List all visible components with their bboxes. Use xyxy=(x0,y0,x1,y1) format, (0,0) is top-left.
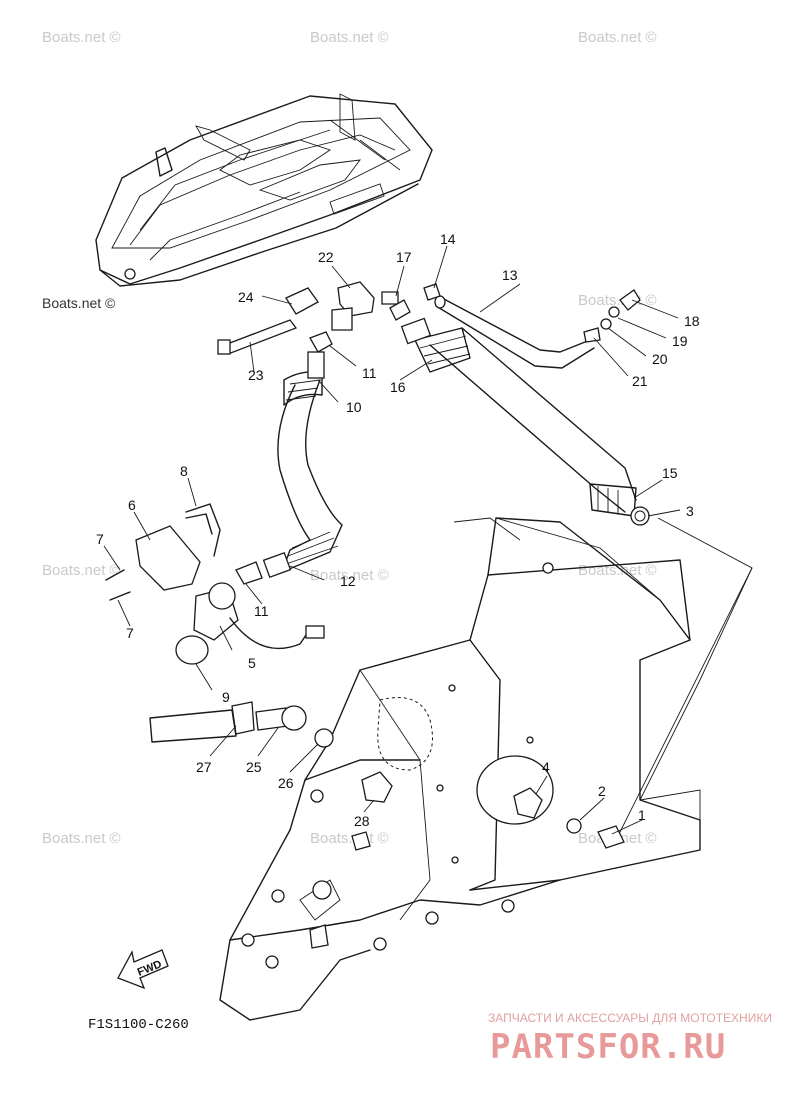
callout-12: 12 xyxy=(340,573,356,589)
callout-16: 16 xyxy=(390,379,406,395)
callout-11b: 11 xyxy=(254,603,269,619)
callout-17: 17 xyxy=(396,249,412,265)
leader-lines xyxy=(103,245,681,835)
watermark-6: Boats.net © xyxy=(310,567,389,584)
bilge-pump xyxy=(105,503,325,665)
callout-5: 5 xyxy=(248,655,256,671)
callout-19: 19 xyxy=(672,333,688,349)
callouts: 1 2 3 4 5 6 7 7 8 9 10 11 11 12 13 14 15… xyxy=(96,231,700,829)
callout-4: 4 xyxy=(542,759,550,775)
watermark-8: Boats.net © xyxy=(42,830,121,847)
callout-26: 26 xyxy=(278,775,294,791)
watercraft-illustration xyxy=(95,93,433,287)
watermark-5: Boats.net © xyxy=(42,562,121,579)
watermark-3: Boats.net © xyxy=(578,29,657,46)
callout-13: 13 xyxy=(502,267,518,283)
fittings-upper xyxy=(309,281,650,526)
hose-13 xyxy=(434,295,595,369)
callout-22: 22 xyxy=(318,249,334,265)
callout-27: 27 xyxy=(196,759,212,775)
watermarks: Boats.net © Boats.net © Boats.net © Boat… xyxy=(42,29,657,847)
callout-20: 20 xyxy=(652,351,668,367)
callout-18: 18 xyxy=(684,313,700,329)
callout-25: 25 xyxy=(246,759,262,775)
watermark-4: Boats.net © xyxy=(578,292,657,309)
diagram-code: F1S1100-C260 xyxy=(88,1017,189,1033)
fwd-arrow: FWD xyxy=(117,949,169,990)
hose-16 xyxy=(400,317,637,517)
callout-8: 8 xyxy=(180,463,188,479)
callout-6: 6 xyxy=(128,497,136,513)
callout-7b: 7 xyxy=(126,625,134,641)
watermark-9: Boats.net © xyxy=(310,830,389,847)
brand-name: PARTSFOR.RU xyxy=(490,1027,726,1067)
callout-7a: 7 xyxy=(96,531,104,547)
lower-hose-fittings xyxy=(149,701,625,851)
callout-2: 2 xyxy=(598,783,606,799)
brand-watermark: ЗАПЧАСТИ И АКСЕССУАРЫ ДЛЯ МОТОТЕХНИКИ PA… xyxy=(488,1011,772,1067)
callout-23: 23 xyxy=(248,367,264,383)
watermark-2: Boats.net © xyxy=(310,29,389,46)
callout-14: 14 xyxy=(440,231,456,247)
watermark-1: Boats.net © xyxy=(42,29,121,46)
hose-10 xyxy=(262,351,343,579)
callout-28: 28 xyxy=(354,813,370,829)
callout-21: 21 xyxy=(632,373,648,389)
callout-9: 9 xyxy=(222,689,230,705)
callout-24: 24 xyxy=(238,289,254,305)
callout-15: 15 xyxy=(662,465,678,481)
hull-section xyxy=(219,517,753,1021)
callout-3: 3 xyxy=(686,503,694,519)
callout-11a: 11 xyxy=(362,365,377,381)
band-and-holder xyxy=(217,287,319,355)
brand-tagline: ЗАПЧАСТИ И АКСЕССУАРЫ ДЛЯ МОТОТЕХНИКИ xyxy=(488,1011,772,1025)
watermark-boat: Boats.net © xyxy=(42,295,116,311)
callout-10: 10 xyxy=(346,399,362,415)
callout-1: 1 xyxy=(638,807,646,823)
